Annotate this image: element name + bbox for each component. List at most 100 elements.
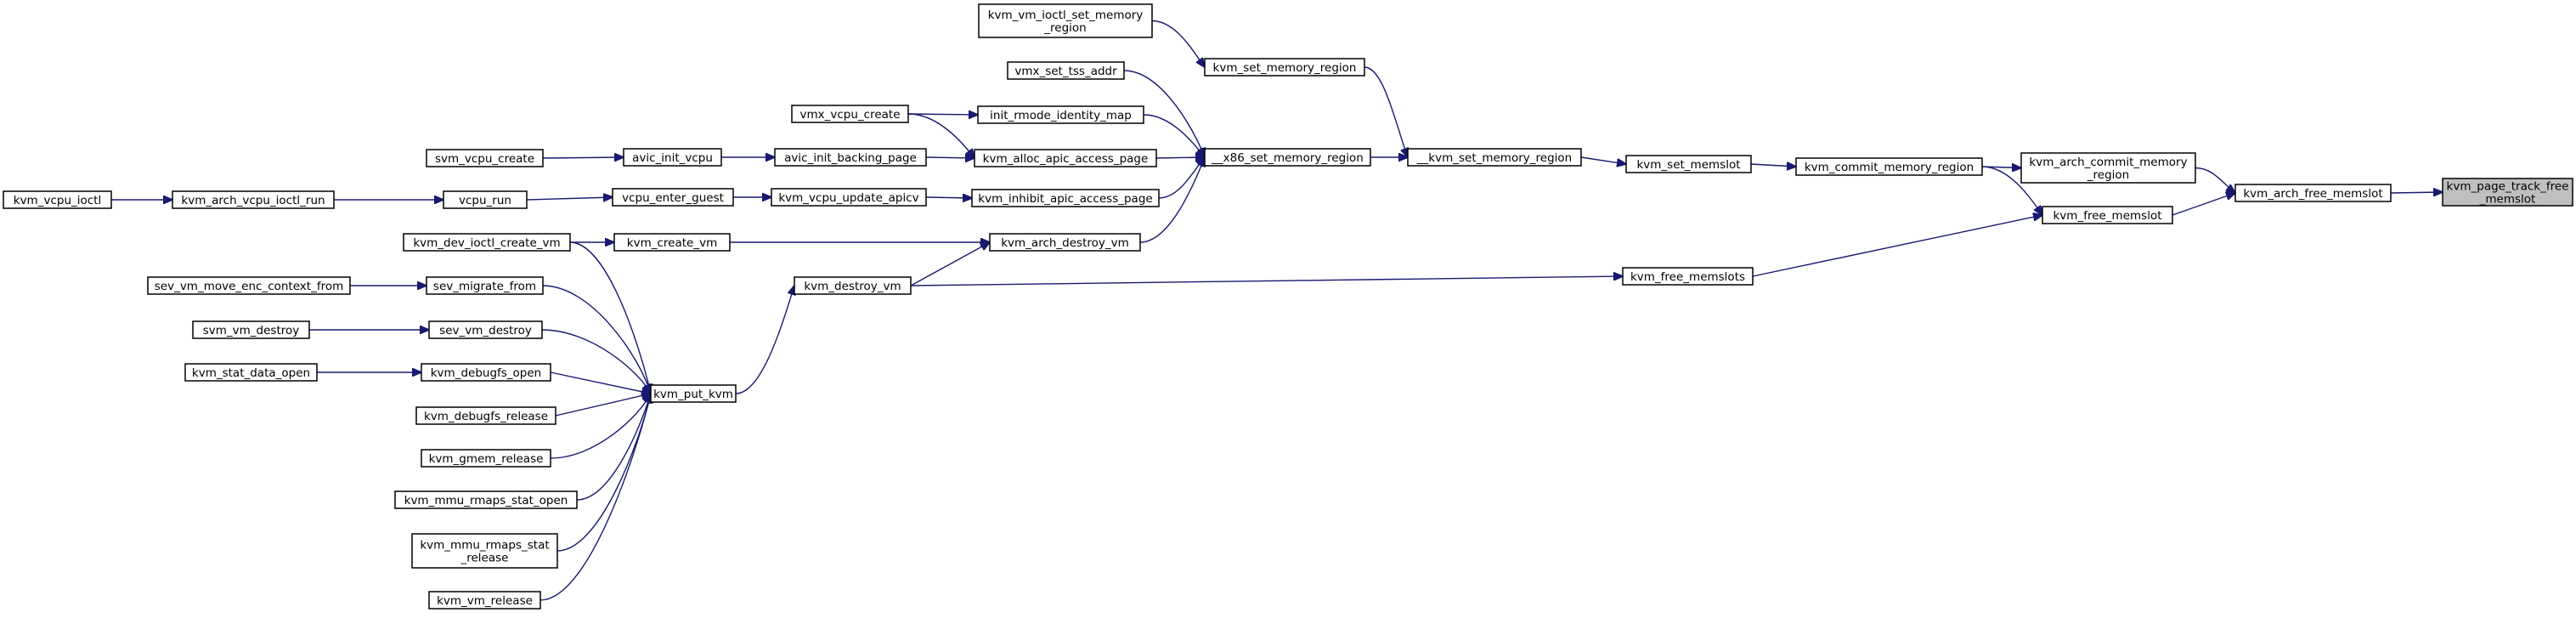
node-kvm_dev_ioctl_create_vm[interactable]: kvm_dev_ioctl_create_vm [403, 233, 571, 252]
node-label: kvm_inhibit_apic_access_page [978, 192, 1152, 206]
node-kvm_gmem_release[interactable]: kvm_gmem_release [421, 449, 551, 468]
node-sev_vm_destroy[interactable]: sev_vm_destroy [428, 320, 543, 339]
node-kvm_debugfs_open[interactable]: kvm_debugfs_open [421, 363, 551, 382]
node-label: kvm_stat_data_open [192, 366, 310, 380]
edge-kvm_debugfs_release-to-kvm_put_kvm [555, 394, 651, 417]
node-box [612, 188, 734, 207]
node-svm_vm_destroy[interactable]: svm_vm_destroy [192, 320, 310, 339]
node-label: kvm_commit_memory_region [1805, 161, 1974, 174]
node-kvm_mmu_rmaps_stat_open[interactable]: kvm_mmu_rmaps_stat_open [394, 490, 578, 509]
node-box [426, 149, 544, 167]
edge-kvm_debugfs_open-to-kvm_put_kvm [550, 371, 651, 394]
node-kvm_alloc_apic_access_page[interactable]: kvm_alloc_apic_access_page [974, 149, 1157, 167]
node-vmx_vcpu_create[interactable]: vmx_vcpu_create [791, 105, 909, 123]
node-vcpu_enter_guest[interactable]: vcpu_enter_guest [612, 188, 734, 207]
node-box [1204, 148, 1371, 167]
edge-kvm_vm_release-to-kvm_put_kvm [539, 394, 651, 601]
node-kvm_mmu_rmaps_stat_release[interactable]: kvm_mmu_rmaps_stat_release [411, 533, 558, 569]
node-box [394, 490, 578, 509]
node-kvm_vcpu_update_apicv[interactable]: kvm_vcpu_update_apicv [771, 188, 927, 207]
edge-kvm_free_memslots-to-kvm_free_memslot [1752, 215, 2042, 277]
node-box [147, 276, 351, 295]
node-box [428, 591, 541, 609]
edge-sev_migrate_from-to-kvm_put_kvm [542, 285, 651, 394]
node-kvm_arch_destroy_vm[interactable]: kvm_arch_destroy_vm [989, 233, 1141, 252]
node-box [650, 384, 737, 403]
node-kvm_arch_free_memslot[interactable]: kvm_arch_free_memslot [2234, 184, 2392, 202]
edge-init_rmode_identity_map-to-__x86_set_memory_region [1143, 114, 1205, 157]
node-box [978, 3, 1153, 38]
node-box [791, 105, 909, 123]
node-kvm_arch_commit_memory_region[interactable]: kvm_arch_commit_memory_region [2020, 152, 2196, 184]
node-label: kvm_free_memslots [1630, 270, 1745, 284]
node-sev_migrate_from[interactable]: sev_migrate_from [426, 276, 544, 295]
node-avic_init_vcpu[interactable]: avic_init_vcpu [623, 148, 722, 167]
node-box [977, 105, 1144, 124]
node-label: kvm_arch_destroy_vm [1001, 236, 1129, 250]
node-kvm_set_memslot[interactable]: kvm_set_memslot [1625, 155, 1752, 173]
node-kvm_vm_release[interactable]: kvm_vm_release [428, 591, 541, 609]
node-kvm_create_vm[interactable]: kvm_create_vm [613, 233, 731, 252]
edge-vcpu_run-to-vcpu_enter_guest [526, 197, 613, 200]
node-kvm_free_memslots[interactable]: kvm_free_memslots [1622, 267, 1754, 286]
node-kvm_debugfs_release[interactable]: kvm_debugfs_release [415, 406, 556, 425]
node-init_rmode_identity_map[interactable]: init_rmode_identity_map [977, 105, 1144, 124]
node-svm_vcpu_create[interactable]: svm_vcpu_create [426, 149, 544, 167]
node-kvm_free_memslot[interactable]: kvm_free_memslot [2042, 206, 2173, 224]
node-box [2042, 206, 2173, 224]
node-label: kvm_alloc_apic_access_page [983, 152, 1149, 166]
node-box [1007, 61, 1125, 80]
node-kvm_page_track_free_memslot[interactable]: kvm_page_track_free_memslot [2442, 178, 2573, 207]
edge-kvm_inhibit_apic_access_page-to-__x86_set_memory_region [1158, 157, 1205, 199]
edge-vmx_vcpu_create-to-init_rmode_identity_map [907, 114, 978, 115]
node-label: kvm_arch_vcpu_ioctl_run [181, 194, 325, 207]
node-kvm_vm_ioctl_set_memory_region[interactable]: kvm_vm_ioctl_set_memory_region [978, 3, 1153, 38]
node-kvm_inhibit_apic_access_page[interactable]: kvm_inhibit_apic_access_page [971, 189, 1160, 207]
node-label: __x86_set_memory_region [1211, 151, 1364, 165]
node-box [2234, 184, 2392, 202]
node-box [3, 190, 112, 209]
node-box [2442, 178, 2573, 207]
node-label: _region [1043, 21, 1086, 35]
node-label: kvm_put_kvm [653, 388, 733, 401]
node-label: svm_vcpu_create [435, 152, 534, 166]
node-kvm_stat_data_open[interactable]: kvm_stat_data_open [184, 363, 318, 382]
node-box [613, 233, 731, 252]
node-avic_init_backing_page[interactable]: avic_init_backing_page [774, 148, 927, 167]
node-label: kvm_create_vm [627, 236, 717, 250]
node-label: kvm_set_memory_region [1213, 61, 1357, 75]
node-box [774, 148, 927, 167]
node-sev_vm_move_enc_context_from[interactable]: sev_vm_move_enc_context_from [147, 276, 351, 295]
node-vmx_set_tss_addr[interactable]: vmx_set_tss_addr [1007, 61, 1125, 80]
node-label: svm_vm_destroy [203, 324, 300, 337]
node-label: sev_vm_destroy [439, 324, 532, 337]
edge-kvm_dev_ioctl_create_vm-to-kvm_put_kvm [569, 241, 651, 394]
node-box [971, 189, 1160, 207]
node-box [1795, 157, 1983, 176]
node-box [974, 149, 1157, 167]
node-label: kvm_mmu_rmaps_stat_open [404, 494, 568, 507]
node-label: kvm_gmem_release [429, 452, 544, 466]
node-kvm_put_kvm[interactable]: kvm_put_kvm [650, 384, 737, 403]
node-label: kvm_arch_commit_memory [2029, 156, 2187, 169]
node-label: kvm_destroy_vm [804, 280, 901, 293]
node-vcpu_run[interactable]: vcpu_run [443, 190, 528, 209]
node-label: vcpu_enter_guest [622, 191, 724, 205]
node-kvm_commit_memory_region[interactable]: kvm_commit_memory_region [1795, 157, 1983, 176]
node-kvm_arch_vcpu_ioctl_run[interactable]: kvm_arch_vcpu_ioctl_run [172, 190, 335, 209]
edge-svm_vcpu_create-to-avic_init_vcpu [542, 157, 624, 158]
node-kvm_vcpu_ioctl[interactable]: kvm_vcpu_ioctl [3, 190, 112, 209]
edge-kvm_put_kvm-to-kvm_destroy_vm [735, 286, 794, 394]
node-kvm_set_memory_region[interactable]: kvm_set_memory_region [1204, 58, 1365, 77]
node-box [426, 276, 544, 295]
edge-kvm_commit_memory_region-to-kvm_free_memslot [1981, 166, 2042, 215]
node-box [421, 449, 551, 468]
node-__kvm_set_memory_region[interactable]: __kvm_set_memory_region [1407, 148, 1582, 167]
edge-kvm_arch_free_memslot-to-kvm_page_track_free_memslot [2390, 192, 2443, 193]
edge-sev_vm_destroy-to-kvm_put_kvm [541, 329, 651, 394]
node-kvm_destroy_vm[interactable]: kvm_destroy_vm [794, 276, 912, 295]
node-__x86_set_memory_region[interactable]: __x86_set_memory_region [1204, 148, 1371, 167]
node-label: kvm_debugfs_release [424, 410, 548, 423]
node-box [771, 188, 927, 207]
node-box [184, 363, 318, 382]
